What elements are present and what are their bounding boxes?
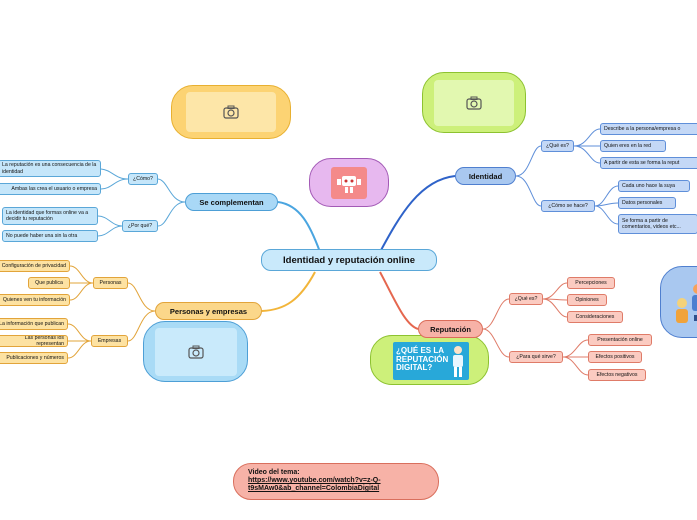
reputation-banner: ¿QUÉ ES LA REPUTACIÓN DIGITAL?: [393, 342, 469, 380]
sub-empresas[interactable]: Empresas: [91, 335, 128, 347]
sub-que-es-identidad[interactable]: ¿Qué es?: [541, 140, 574, 152]
branch-reputacion[interactable]: Reputación: [418, 320, 483, 338]
leaf-que-publica[interactable]: Que publica: [28, 277, 70, 289]
center-node[interactable]: Identidad y reputación online: [261, 249, 437, 271]
video-link-line-1[interactable]: https://www.youtube.com/watch?v=z-Q-: [248, 477, 381, 485]
image-placeholder-top-right[interactable]: [422, 72, 526, 133]
people-illustration-icon: [676, 284, 697, 323]
leaf-describe[interactable]: Describe a la persona/empresa o: [600, 123, 697, 135]
video-note[interactable]: Video del tema: https://www.youtube.com/…: [233, 463, 439, 500]
leaf-identidad-decide[interactable]: La identidad que formas online va a deci…: [2, 207, 98, 225]
leaf-publicaciones[interactable]: Publicaciones y números: [0, 352, 68, 364]
leaf-presentacion[interactable]: Presentación online: [588, 334, 652, 346]
banner-line-2: REPUTACIÓN: [396, 354, 449, 364]
sub-como-se-hace[interactable]: ¿Cómo se hace?: [541, 200, 595, 212]
leaf-representan[interactable]: Las personas los representan: [0, 335, 68, 347]
camera-icon: [187, 345, 204, 359]
banner-line-1: ¿QUÉ ES LA: [396, 346, 445, 355]
leaf-forma-reput[interactable]: A partir de esta se forma la reput: [600, 157, 697, 169]
sub-para-que-sirve[interactable]: ¿Para qué sirve?: [509, 351, 563, 363]
image-placeholder-top-left[interactable]: [171, 85, 291, 139]
leaf-cada-uno[interactable]: Cada uno hace la suya: [618, 180, 690, 192]
banner-line-3: DIGITAL?: [396, 363, 433, 372]
leaf-percepciones[interactable]: Percepciones: [567, 277, 615, 289]
branch-se-complementan[interactable]: Se complementan: [185, 193, 278, 211]
sub-personas[interactable]: Personas: [93, 277, 128, 289]
leaf-positivos[interactable]: Efectos positivos: [588, 351, 642, 363]
image-robot[interactable]: [309, 158, 389, 207]
leaf-info-publican[interactable]: La información que publican: [0, 318, 68, 330]
branch-identidad[interactable]: Identidad: [455, 167, 516, 185]
camera-icon: [466, 96, 482, 110]
leaf-quienes-ven[interactable]: Quienes ven tu información: [0, 294, 70, 306]
sub-por-que[interactable]: ¿Por qué?: [122, 220, 158, 232]
leaf-opiniones[interactable]: Opiniones: [567, 294, 607, 306]
image-people-right[interactable]: [660, 266, 697, 338]
image-placeholder-left[interactable]: [143, 321, 248, 382]
leaf-consideraciones[interactable]: Consideraciones: [567, 311, 623, 323]
video-title: Video del tema:: [248, 469, 300, 476]
camera-icon: [223, 105, 239, 119]
leaf-quien-eres[interactable]: Quien eres en la red: [600, 140, 666, 152]
robot-illustration: [331, 166, 367, 199]
leaf-ambas[interactable]: Ambas las crea el usuario o empresa: [0, 183, 101, 195]
sub-que-es-reputacion[interactable]: ¿Qué es?: [509, 293, 543, 305]
sub-como[interactable]: ¿Cómo?: [128, 173, 158, 185]
leaf-consecuencia[interactable]: La reputación es una consecuencia de la …: [0, 160, 101, 177]
video-link-line-2[interactable]: t9sMAw0&ab_channel=ColombiaDigital: [248, 485, 380, 493]
leaf-negativos[interactable]: Efectos negativos: [588, 369, 646, 381]
leaf-no-puede[interactable]: No puede haber una sin la otra: [2, 230, 98, 242]
leaf-datos[interactable]: Datos personales: [618, 197, 676, 209]
person-illustration: [453, 346, 463, 377]
leaf-privacidad[interactable]: Configuración de privacidad: [0, 260, 70, 272]
leaf-se-forma[interactable]: Se forma a partir de comentarios, videos…: [618, 214, 697, 234]
branch-personas-empresas[interactable]: Personas y empresas: [155, 302, 262, 320]
